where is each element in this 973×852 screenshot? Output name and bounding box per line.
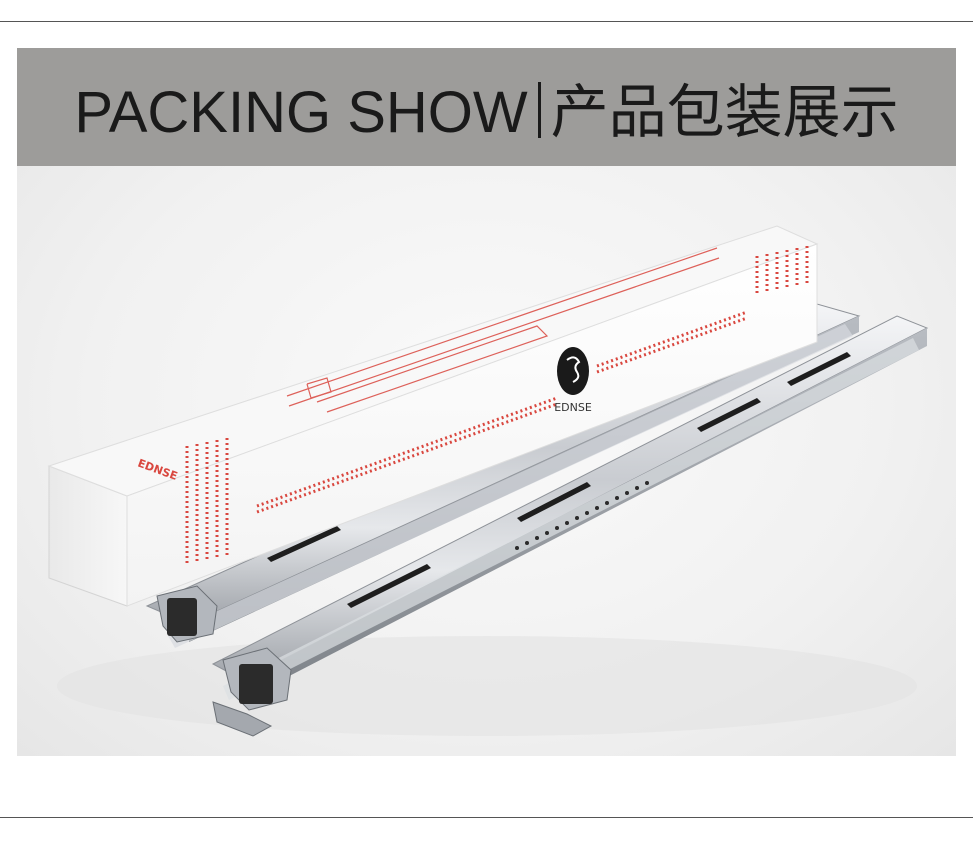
slide-slots-front: [347, 352, 851, 608]
product-illustration: EDNSE EDNSE: [47, 225, 929, 737]
drawer-slide-front: [211, 315, 929, 737]
brand-logo: [557, 347, 589, 395]
packing-box: EDNSE EDNSE: [47, 225, 819, 607]
bottom-divider: [0, 817, 973, 818]
slide-ball-bearings: [515, 481, 649, 550]
banner-separator: [537, 82, 541, 138]
banner-title-cn: 产品包装展示: [550, 80, 899, 145]
header-banner: PACKING SHOW 产品包装展示: [17, 48, 956, 166]
top-divider: [0, 21, 973, 22]
box-print-drawing: [286, 247, 720, 413]
floor-shadow: [57, 636, 917, 736]
box-print-dots: [185, 246, 809, 566]
banner-title: PACKING SHOW 产品包装展示: [74, 65, 898, 149]
product-photo: EDNSE EDNSE: [17, 166, 956, 756]
brand-name: EDNSE: [554, 401, 592, 414]
banner-title-en: PACKING SHOW: [74, 80, 528, 145]
slide-end-bracket-back: [156, 585, 218, 643]
slide-end-bracket-front: [212, 647, 292, 737]
